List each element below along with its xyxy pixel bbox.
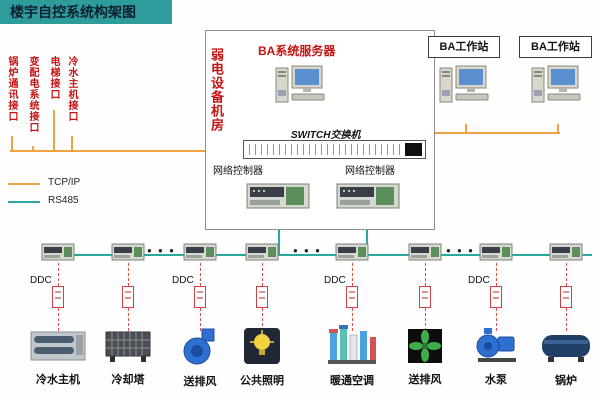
pump-icon — [474, 328, 518, 368]
interface-label-elevator: 电梯接口 — [48, 56, 59, 100]
equipment-supply-fan: 送排风 — [165, 328, 235, 389]
tcpip-line — [10, 150, 246, 152]
legend-rs485-label: RS485 — [48, 195, 79, 206]
io-tag — [490, 286, 502, 308]
light-bulb-icon — [242, 328, 282, 369]
ddc-label: DDC — [468, 275, 490, 286]
blower-fan-icon — [180, 328, 220, 370]
tcpip-line — [557, 124, 559, 132]
io-tag — [419, 286, 431, 308]
ddc-controller-icon — [183, 241, 217, 268]
cooling-tower-icon — [104, 331, 152, 368]
hvac-pipes-icon — [326, 325, 378, 369]
tcpip-line — [53, 110, 55, 152]
ddc-label: DDC — [324, 275, 346, 286]
equipment-public-lighting: 公共照明 — [227, 327, 297, 388]
equipment-water-pump: 水泵 — [461, 328, 531, 387]
equipment-label: 送排风 — [183, 376, 217, 388]
io-tag — [52, 286, 64, 308]
bus-ellipsis: ● ● ● — [446, 246, 475, 255]
ddc-controller-icon — [549, 241, 583, 268]
exhaust-fan-icon — [407, 329, 443, 368]
bus-ellipsis: ● ● ● — [147, 246, 176, 255]
legend-tcpip-label: TCP/IP — [48, 177, 81, 188]
server-room-label: 弱电设备机房 — [209, 48, 224, 132]
legend-rs485-line — [8, 201, 40, 203]
switch-power-module — [405, 143, 422, 156]
equipment-label: 水泵 — [485, 374, 507, 386]
ddc-controller-icon — [408, 241, 442, 268]
equipment-hvac: 暖通空调 — [317, 325, 387, 388]
equipment-label: 锅炉 — [555, 375, 577, 387]
ddc-controller-icon — [479, 241, 513, 268]
switch-ports — [247, 144, 401, 155]
ddc-controller-icon — [245, 241, 279, 268]
equipment-chiller: 冷水主机 — [23, 328, 93, 387]
ddc-controller-icon — [111, 241, 145, 268]
interface-label-power-system: 变配电系统接口 — [27, 56, 38, 133]
ddc-controller-icon — [335, 241, 369, 268]
rs485-bus — [55, 254, 592, 256]
rs485-line — [366, 214, 368, 255]
ddc-label: DDC — [30, 275, 52, 286]
equipment-label: 暖通空调 — [330, 375, 374, 387]
equipment-boiler: 锅炉 — [531, 331, 600, 388]
workstation-computer-icon — [438, 60, 496, 127]
network-controller-label: 网络控制器 — [213, 166, 263, 177]
ba-workstation-box: BA工作站 — [519, 36, 592, 58]
switch-rack — [243, 140, 426, 159]
tcpip-line — [424, 132, 560, 134]
io-tag — [194, 286, 206, 308]
bus-ellipsis: ● ● ● — [293, 246, 322, 255]
interface-label-chiller: 冷水主机接口 — [66, 56, 77, 122]
interface-label-boiler-comm: 锅炉通讯接口 — [6, 56, 17, 122]
equipment-label: 公共照明 — [240, 375, 284, 387]
network-controller-label: 网络控制器 — [345, 166, 395, 177]
network-controller-icon — [246, 178, 310, 219]
equipment-exhaust-fan: 送排风 — [390, 328, 460, 387]
server-computer-icon — [274, 60, 332, 127]
tcpip-line — [11, 136, 13, 152]
io-tag — [122, 286, 134, 308]
boiler-icon — [540, 335, 592, 369]
equipment-label: 冷却塔 — [111, 374, 145, 386]
tcpip-line — [71, 136, 73, 152]
tcpip-line — [32, 146, 34, 152]
ddc-controller-icon — [41, 241, 75, 268]
ddc-label: DDC — [172, 275, 194, 286]
legend-tcpip-line — [8, 183, 40, 185]
workstation-computer-icon — [530, 60, 588, 127]
switch-label: SWITCH交换机 — [291, 130, 361, 141]
ba-server-label: BA系统服务器 — [258, 44, 336, 58]
io-tag — [256, 286, 268, 308]
ba-workstation-box: BA工作站 — [428, 36, 500, 58]
rs485-line — [278, 214, 280, 255]
chiller-icon — [30, 331, 86, 368]
io-tag — [346, 286, 358, 308]
diagram-title: 楼宇自控系统构架图 — [0, 0, 172, 24]
tcpip-line — [465, 124, 467, 132]
io-tag — [560, 286, 572, 308]
equipment-label: 冷水主机 — [36, 374, 80, 386]
equipment-cooling-tower: 冷却塔 — [93, 330, 163, 387]
network-controller-icon — [336, 178, 400, 219]
equipment-label: 送排风 — [408, 374, 442, 386]
